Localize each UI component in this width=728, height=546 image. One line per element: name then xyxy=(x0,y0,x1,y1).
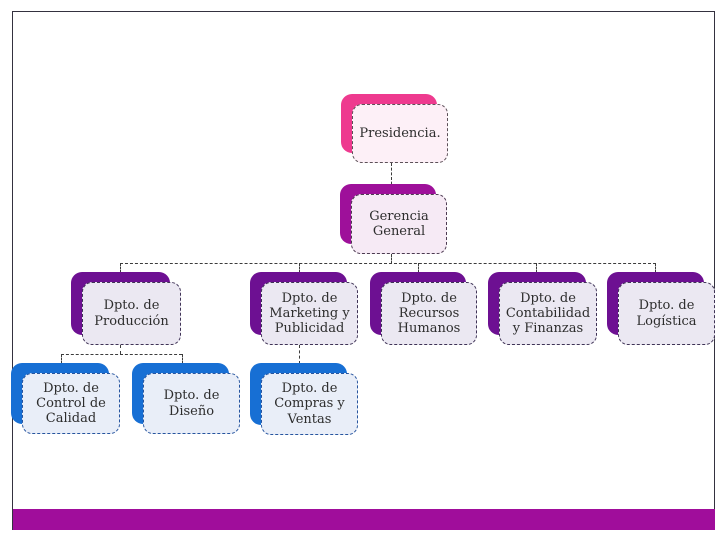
org-node-gerencia-general[interactable]: Gerencia General xyxy=(340,184,447,254)
org-node-control-calidad[interactable]: Dpto. de Control de Calidad xyxy=(11,363,120,434)
node-face: Dpto. de Contabilidad y Finanzas xyxy=(499,282,597,345)
connector-drop-recursos xyxy=(418,263,419,273)
node-face: Dpto. de Producción xyxy=(82,282,181,345)
org-node-recursos-humanos[interactable]: Dpto. de Recursos Humanos xyxy=(370,272,477,345)
org-node-compras-ventas[interactable]: Dpto. de Compras y Ventas xyxy=(250,363,358,435)
node-face: Dpto. de Compras y Ventas xyxy=(261,373,358,435)
org-node-produccion[interactable]: Dpto. de Producción xyxy=(71,272,181,345)
node-label: Dpto. de Marketing y Publicidad xyxy=(269,290,350,337)
connector-drop-produccion xyxy=(120,263,121,273)
node-label: Presidencia. xyxy=(359,125,441,141)
node-label: Dpto. de Diseño xyxy=(163,388,220,419)
connector-presidencia-gerencia xyxy=(391,163,392,194)
node-face: Dpto. de Diseño xyxy=(143,373,240,434)
node-label: Dpto. de Producción xyxy=(94,298,169,329)
org-node-diseno[interactable]: Dpto. de Diseño xyxy=(132,363,240,434)
node-label: Dpto. de Logística xyxy=(636,298,697,329)
connector-drop-logistica xyxy=(655,263,656,273)
node-label: Dpto. de Compras y Ventas xyxy=(274,381,345,427)
connector-drop-control-calidad xyxy=(61,354,62,364)
slide-frame xyxy=(12,11,715,530)
connector-drop-diseno xyxy=(182,354,183,364)
footer-accent-bar xyxy=(13,509,715,530)
node-label: Dpto. de Recursos Humanos xyxy=(397,290,461,337)
org-node-logistica[interactable]: Dpto. de Logística xyxy=(607,272,715,345)
node-label: Dpto. de Control de Calidad xyxy=(36,380,106,427)
node-face: Dpto. de Recursos Humanos xyxy=(381,282,477,345)
node-face: Dpto. de Control de Calidad xyxy=(22,373,120,434)
connector-level3-rail xyxy=(120,263,656,264)
node-face: Presidencia. xyxy=(352,104,448,163)
node-label: Gerencia General xyxy=(369,208,429,239)
node-label: Dpto. de Contabilidad y Finanzas xyxy=(505,290,591,337)
org-node-presidencia[interactable]: Presidencia. xyxy=(341,94,448,163)
connector-gerencia-stub xyxy=(391,254,392,264)
connector-marketing-compras xyxy=(299,345,300,364)
org-node-contabilidad-finanzas[interactable]: Dpto. de Contabilidad y Finanzas xyxy=(488,272,597,345)
connector-produccion-stub xyxy=(120,345,121,354)
connector-drop-contabilidad xyxy=(536,263,537,273)
node-face: Dpto. de Marketing y Publicidad xyxy=(261,282,358,345)
org-node-marketing-publicidad[interactable]: Dpto. de Marketing y Publicidad xyxy=(250,272,358,345)
connector-level4-rail xyxy=(61,354,182,355)
node-face: Gerencia General xyxy=(351,194,447,254)
connector-drop-marketing xyxy=(299,263,300,273)
node-face: Dpto. de Logística xyxy=(618,282,715,345)
